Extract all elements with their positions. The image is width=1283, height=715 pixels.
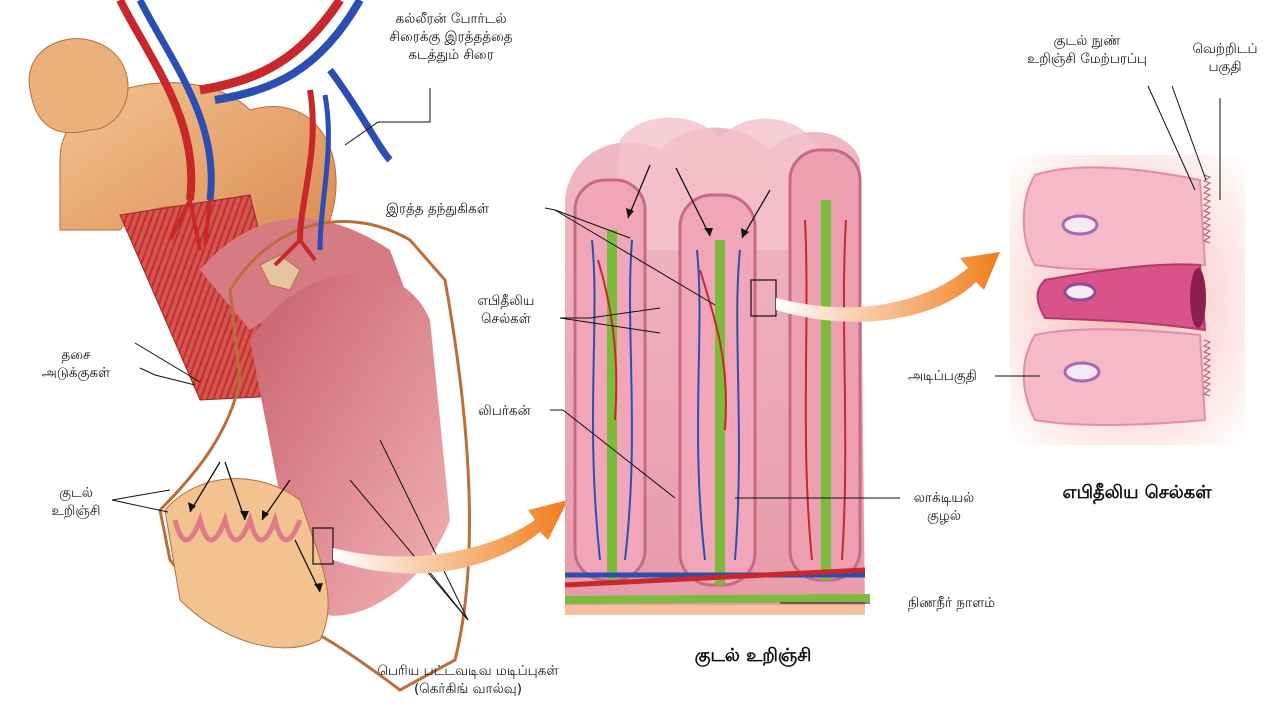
label-villi-line2: உறிஞ்சி <box>40 502 112 520</box>
villus-illustration <box>565 118 870 616</box>
title-epithelial: எபிதீலிய செல்கள் <box>1022 482 1252 505</box>
label-circular-folds: பெரிய பட்டவடிவ மடிப்புகள் (கெர்கிங் வால்… <box>340 662 596 698</box>
label-circular-folds-line1: பெரிய பட்டவடிவ மடிப்புகள் <box>340 662 596 680</box>
title-villus: குடல் உறிஞ்சி <box>653 645 853 668</box>
label-apical-line1: வெற்றிடப் <box>1182 40 1268 58</box>
label-lacteal-line2: குழல் <box>902 507 986 525</box>
label-microvilli-line1: குடல் நுண் <box>1012 32 1162 50</box>
intestine-illustration <box>29 0 469 690</box>
label-lacteal-line1: லாக்டியல் <box>902 489 986 507</box>
label-portal-vein-line3: கடத்தும் சிரை <box>356 46 546 64</box>
label-villi: குடல் உறிஞ்சி <box>40 484 112 520</box>
label-epithelial-cells: எபிதீலிய செல்கள் <box>454 292 558 328</box>
label-microvilli-line2: உறிஞ்சி மேற்பரப்பு <box>1012 50 1162 68</box>
label-villi-line1: குடல் <box>40 484 112 502</box>
label-lieberkuhn: லிபர்கன் <box>478 402 531 420</box>
label-muscle-layers-line1: தசை <box>30 346 122 364</box>
epithelial-illustration <box>1010 155 1245 445</box>
label-lacteal: லாக்டியல் குழல் <box>902 489 986 525</box>
label-microvilli: குடல் நுண் உறிஞ்சி மேற்பரப்பு <box>1012 32 1162 68</box>
label-apical-line2: பகுதி <box>1182 58 1268 76</box>
label-portal-vein-line1: கல்லீரன் போர்டல் <box>356 10 546 28</box>
label-capillaries: இரத்த தந்துகிகள் <box>386 200 489 218</box>
label-portal-vein-line2: சிரைக்கு இரத்தத்தை <box>356 28 546 46</box>
label-epithelial-cells-line1: எபிதீலிய <box>454 292 558 310</box>
label-lymph-vessel: நிணநீர் நாளம் <box>908 594 995 612</box>
label-basal: அடிப்பகுதி <box>908 367 977 385</box>
label-apical: வெற்றிடப் பகுதி <box>1182 40 1268 76</box>
label-muscle-layers-line2: அடுக்குகள் <box>30 364 122 382</box>
label-muscle-layers: தசை அடுக்குகள் <box>30 346 122 382</box>
label-epithelial-cells-line2: செல்கள் <box>454 310 558 328</box>
label-portal-vein: கல்லீரன் போர்டல் சிரைக்கு இரத்தத்தை கடத்… <box>356 10 546 64</box>
label-circular-folds-line2: (கெர்கிங் வால்வு) <box>340 680 596 698</box>
